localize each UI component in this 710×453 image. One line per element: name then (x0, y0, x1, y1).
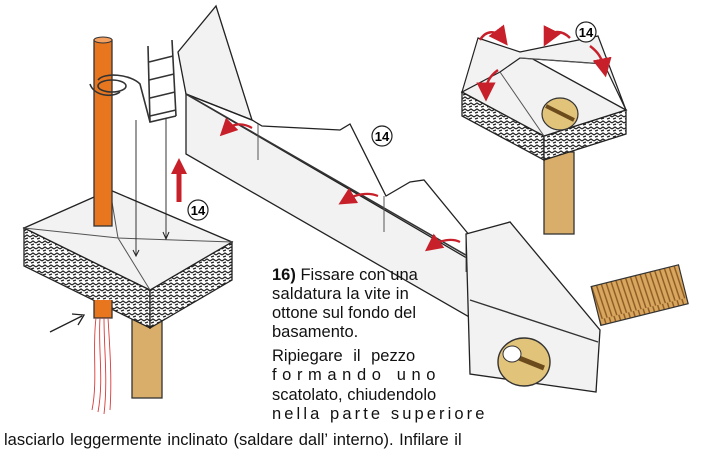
instruction-line-6: formando uno (272, 366, 442, 384)
wooden-leg (131, 317, 163, 399)
orange-pole (93, 39, 113, 227)
cable-entry-arrow (49, 313, 86, 333)
cable-wires (91, 317, 112, 415)
instruction-line-9: lasciarlo leggermente inclinato (saldare… (4, 431, 462, 449)
instruction-line-3: ottone sul fondo del (272, 304, 417, 322)
box-wooden-leg (543, 151, 575, 235)
ladder-bracket (89, 39, 177, 123)
instruction-line-8: nella parte superiore (272, 405, 488, 423)
instruction-line-7: scatolato, chiudendolo (272, 386, 437, 404)
step-callout-middle-label: 14 (375, 129, 390, 144)
step-callout-left-label: 14 (191, 203, 206, 218)
base-box-assembly (22, 36, 234, 415)
step-callout-top-right: 14 (575, 21, 597, 43)
step-callout-left: 14 (187, 199, 209, 221)
step-number: 16) (272, 266, 296, 284)
instruction-line-1: 16) Fissare con una (272, 266, 418, 285)
instruction-line-1-text: Fissare con una (295, 266, 418, 284)
step-callout-top-right-label: 14 (579, 25, 594, 40)
step-callout-middle: 14 (371, 125, 393, 147)
folded-box (460, 24, 628, 235)
instruction-line-2: saldatura la vite in (272, 285, 409, 303)
screw-plate (465, 221, 689, 393)
instruction-line-5: Ripiegare il pezzo (272, 347, 416, 365)
brass-screw-thread (590, 264, 689, 327)
instruction-line-4: basamento. (272, 323, 359, 341)
